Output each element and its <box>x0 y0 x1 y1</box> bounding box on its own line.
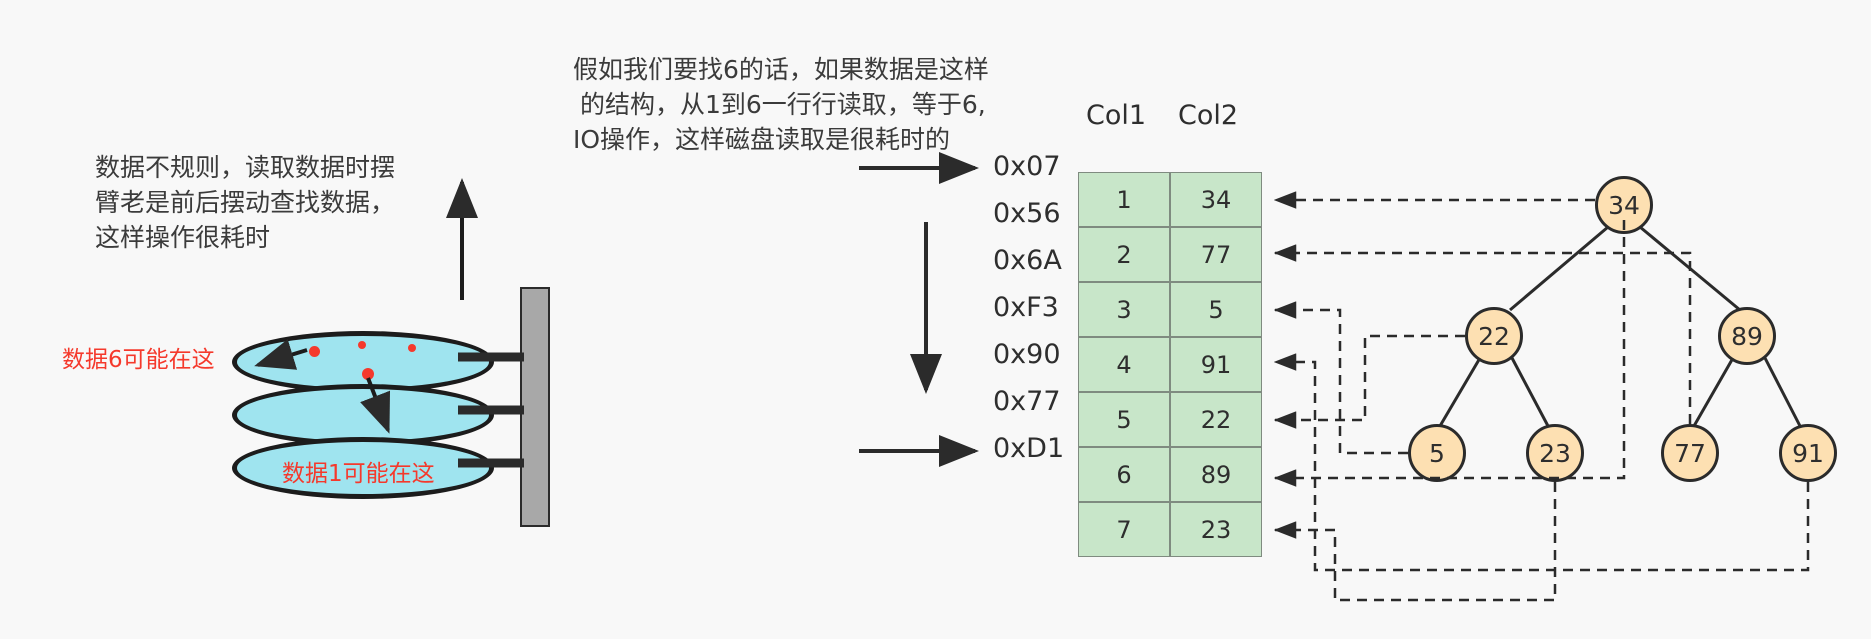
table-header-col2: Col2 <box>1178 100 1239 131</box>
tree-node-5: 5 <box>1408 424 1466 482</box>
actuator-block <box>520 287 550 527</box>
tree-node-23: 23 <box>1526 424 1584 482</box>
label-data6-location: 数据6可能在这 <box>62 347 215 373</box>
table-cell-c1-r2: 3 <box>1078 282 1170 337</box>
data-dot-4 <box>362 368 374 380</box>
table-cell-c2-r0: 34 <box>1170 172 1262 227</box>
note-top-line-1: 假如我们要找6的话，如果数据是这样 <box>573 55 989 84</box>
tree-node-89: 89 <box>1718 307 1776 365</box>
data-dot-1 <box>309 346 320 357</box>
address-3: 0xF3 <box>993 292 1059 323</box>
note-left-line-3: 这样操作很耗时 <box>95 223 271 252</box>
note-left-line-1: 数据不规则，读取数据时摆 <box>95 153 396 182</box>
address-2: 0x6A <box>993 245 1062 276</box>
address-4: 0x90 <box>993 339 1061 370</box>
tree-node-root: 34 <box>1595 176 1653 234</box>
table-cell-c2-r3: 91 <box>1170 337 1262 392</box>
note-top-line-3: IO操作，这样磁盘读取是很耗时的 <box>573 125 951 154</box>
table-cell-c1-r5: 6 <box>1078 447 1170 502</box>
data-dot-3 <box>408 344 416 352</box>
address-5: 0x77 <box>993 386 1061 417</box>
note-top-line-2: 的结构，从1到6一行行读取，等于6, <box>580 90 986 119</box>
address-0: 0x07 <box>993 151 1061 182</box>
table-cell-c1-r1: 2 <box>1078 227 1170 282</box>
table-header-col1: Col1 <box>1086 100 1147 131</box>
data-dot-2 <box>358 341 366 349</box>
table-cell-c2-r1: 77 <box>1170 227 1262 282</box>
disk-platter-top <box>232 437 494 499</box>
table-cell-c2-r6: 23 <box>1170 502 1262 557</box>
table-cell-c1-r0: 1 <box>1078 172 1170 227</box>
table-cell-c2-r5: 89 <box>1170 447 1262 502</box>
address-1: 0x56 <box>993 198 1061 229</box>
tree-node-91: 91 <box>1779 424 1837 482</box>
note-left-line-2: 臂老是前后摆动查找数据， <box>95 188 396 217</box>
table-cell-c1-r4: 5 <box>1078 392 1170 447</box>
table-cell-c1-r6: 7 <box>1078 502 1170 557</box>
address-6: 0xD1 <box>993 433 1065 464</box>
table-cell-c2-r2: 5 <box>1170 282 1262 337</box>
link-5-to-row2 <box>1273 301 1408 455</box>
label-data1-location: 数据1可能在这 <box>282 461 435 487</box>
table-cell-c2-r4: 22 <box>1170 392 1262 447</box>
link-22-to-row4 <box>1273 334 1465 429</box>
tree-node-77: 77 <box>1661 424 1719 482</box>
table-cell-c1-r3: 4 <box>1078 337 1170 392</box>
link-23-to-row6 <box>1273 482 1557 602</box>
tree-node-22: 22 <box>1465 307 1523 365</box>
